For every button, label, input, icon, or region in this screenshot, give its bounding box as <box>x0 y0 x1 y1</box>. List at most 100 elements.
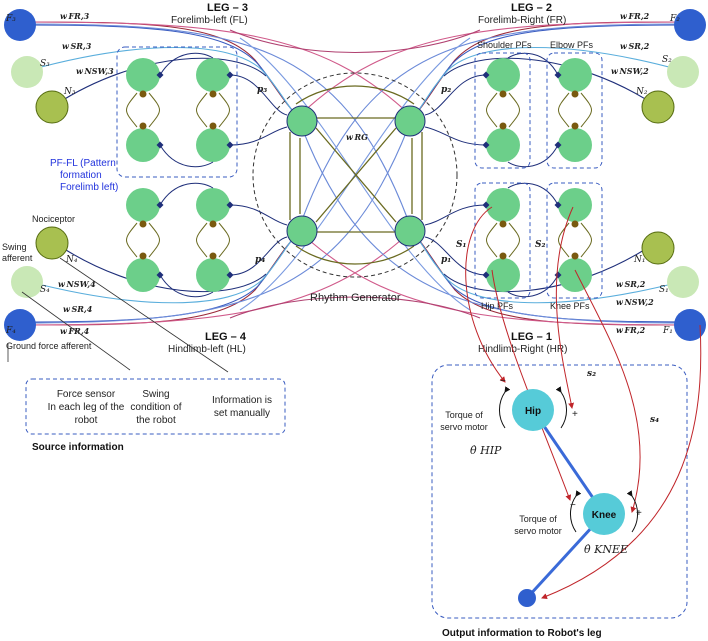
pf-hl-inner-top <box>159 182 214 206</box>
output-s2: s₂ <box>587 369 596 379</box>
pf-hl-osc2-top <box>196 188 230 222</box>
nociceptor-label: Nociceptor <box>32 214 75 224</box>
pf-hl-osc1-dot-bottom <box>139 252 147 260</box>
source-info-title: Source information <box>32 442 124 453</box>
label-hip-pfs: Hip PFs <box>481 301 514 311</box>
pf-hr-osc2-dot-bottom <box>571 252 579 260</box>
pf-fr-osc2-dot-top <box>571 90 579 98</box>
pf-fl-line2: formation <box>60 170 102 181</box>
hip-minus: − <box>500 376 506 387</box>
force-line2: In each leg of the <box>48 402 125 413</box>
pf-fl-osc2-bottom <box>196 128 230 162</box>
pf-hr-inner-bottom <box>507 274 559 298</box>
pf-fr-osc1-link-left <box>486 92 498 128</box>
nociceptor-node-n2 <box>641 90 675 124</box>
pf-fl-osc2-dot-bottom <box>209 122 217 130</box>
foot-node <box>518 589 536 607</box>
pf-fl-to-rg-top <box>229 74 288 116</box>
label-wnsw2: w NSW,2 <box>611 66 649 76</box>
pf-hr-osc2-bottom <box>558 258 592 292</box>
hip-pf-box <box>474 182 531 299</box>
pf-fl-osc1-dot-top <box>139 90 147 98</box>
pf-hl-osc1-link-left <box>126 222 138 258</box>
pf-hl-osc1-link-right <box>148 222 160 258</box>
label-p3: p₃ <box>257 85 267 95</box>
pf-fl-osc1-top <box>126 58 160 92</box>
swing-node-s3 <box>11 56 43 88</box>
pf-hl-osc1-top <box>126 188 160 222</box>
nociceptor-node-n3 <box>35 90 69 124</box>
leg4-title: LEG – 4 <box>205 331 247 343</box>
swing-label: Swing <box>2 242 27 252</box>
rg-node-fl <box>286 105 318 137</box>
torque2-line1: Torque of <box>519 514 557 524</box>
feedback-bundles <box>19 21 691 326</box>
pf-hr-to-rg-bottom <box>424 236 487 276</box>
label-f3: F₃ <box>5 14 16 24</box>
label-n3: N₃ <box>63 87 76 97</box>
pf-hl-to-rg-bottom <box>229 236 288 276</box>
force-line3: robot <box>75 415 98 426</box>
pf-hr-osc1-link-right <box>508 222 520 258</box>
hip-torque-arc-right <box>555 386 567 429</box>
pf-fl-osc2-dot-top <box>209 90 217 98</box>
pf-fl-osc2-link-right <box>218 92 230 128</box>
pf-hr-inner-top <box>507 182 559 206</box>
force-node-f3 <box>4 9 36 41</box>
knee-label: Knee <box>592 510 617 521</box>
swing-line2: condition of <box>130 402 181 413</box>
knee-torque-arc-right <box>626 490 638 533</box>
swing-node-s2 <box>667 56 699 88</box>
rhythm-generator-label: Rhythm Generator <box>310 292 401 304</box>
label-wnsw4: w NSW,4 <box>58 279 96 289</box>
force-node-f1 <box>674 309 706 341</box>
label-f1: F₁ <box>662 326 673 336</box>
hip-plus: + <box>572 409 578 420</box>
theta-knee: θ̇ KNEE <box>584 543 628 556</box>
pf-fr-to-rg-bottom <box>424 126 487 146</box>
label-f2: F₂ <box>669 14 680 24</box>
output-box <box>431 364 688 619</box>
pf-fr-inner-bottom <box>507 144 559 168</box>
pf-hl-inner-bottom <box>159 274 214 298</box>
label-f4: F₄ <box>5 326 16 336</box>
label-n1: N₁ <box>633 255 645 265</box>
theta-hip: θ̇ HIP <box>470 444 502 457</box>
hip-label: Hip <box>525 406 541 417</box>
label-wnsw2b: w NSW,2 <box>616 297 654 307</box>
pf-fl-osc1-dot-bottom <box>139 122 147 130</box>
swing-line3: the robot <box>136 415 176 426</box>
pf-fl-to-rg-bottom <box>229 126 288 146</box>
label-s2-pf: S₂ <box>535 240 545 250</box>
rg-node-hl <box>286 215 318 247</box>
label-p4: p₄ <box>255 255 265 265</box>
rg-node-fr <box>394 105 426 137</box>
pf-hl-osc2-link-left <box>196 222 208 258</box>
output-title: Output information to Robot's leg <box>442 628 602 639</box>
label-n2: N₂ <box>635 87 648 97</box>
shoulder-pf-box <box>474 52 531 169</box>
label-s4: S₄ <box>40 285 50 295</box>
pf-fr-inner-top <box>507 52 559 76</box>
swing-line1: Swing <box>142 389 169 400</box>
pf-fr-osc1-dot-top <box>499 90 507 98</box>
label-p2: p₂ <box>441 85 451 95</box>
force-line1: Force sensor <box>57 389 116 400</box>
pf-hr-osc1-bottom <box>486 258 520 292</box>
pf-fr-osc1-bottom <box>486 128 520 162</box>
hip-joint <box>512 389 554 431</box>
leg1-title: LEG – 1 <box>511 331 552 343</box>
label-s1-pf: S₁ <box>456 240 466 250</box>
leg2-subtitle: Forelimb-Right (FR) <box>478 15 566 26</box>
label-p1: p₁ <box>441 255 451 265</box>
torque2-line2: servo motor <box>514 526 562 536</box>
label-n4: N₄ <box>65 255 78 265</box>
manual-line2: set manually <box>214 408 270 419</box>
pf-hr-osc2-top <box>558 188 592 222</box>
pf-fr-osc2-link-right <box>580 92 592 128</box>
hip-torque-arc-left <box>499 386 511 429</box>
swing-node-s1 <box>667 266 699 298</box>
ground-force-label: Ground force afferent <box>6 341 92 351</box>
pf-fl-osc2-top <box>196 58 230 92</box>
